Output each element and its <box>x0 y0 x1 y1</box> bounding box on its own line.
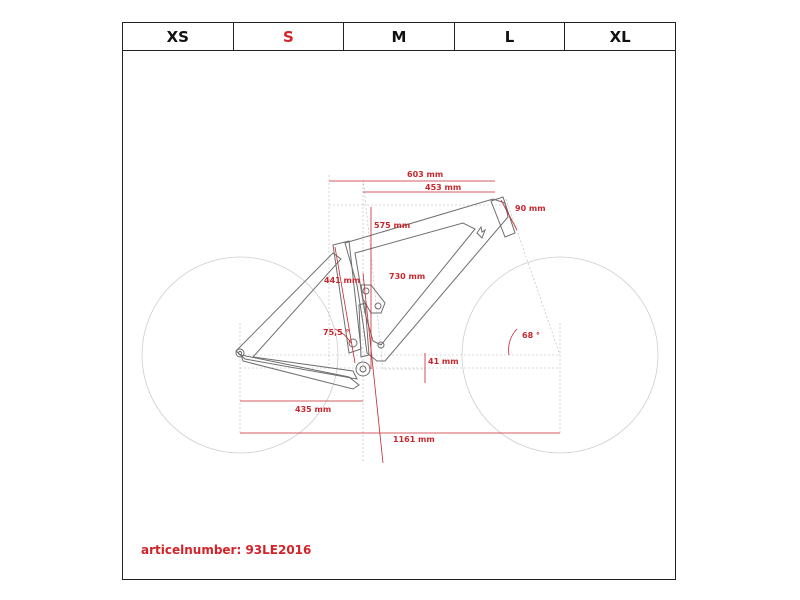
size-tabs: XS S M L XL <box>123 23 675 51</box>
dim-seat-height: 730 mm <box>389 272 425 281</box>
reference-lines <box>239 175 561 463</box>
article-number: articelnumber: 93LE2016 <box>141 543 312 557</box>
dim-reach: 603 mm <box>407 170 443 179</box>
dim-stack: 575 mm <box>374 221 410 230</box>
dim-seat-tube: 441 mm <box>324 276 360 285</box>
geometry-diagram: 603 mm 453 mm 90 mm 575 mm 441 mm 730 mm… <box>141 170 659 464</box>
tab-size-m[interactable]: M <box>344 23 455 50</box>
dim-head-tube: 90 mm <box>515 204 546 213</box>
tab-size-xs[interactable]: XS <box>123 23 234 50</box>
dim-head-angle: 68 ° <box>522 331 540 340</box>
tab-size-l[interactable]: L <box>455 23 566 50</box>
dim-wheelbase: 1161 mm <box>393 435 435 444</box>
dim-top-tube: 453 mm <box>425 183 461 192</box>
dim-seat-angle: 75,5 ° <box>323 328 350 337</box>
tab-size-s[interactable]: S <box>234 23 345 50</box>
dimension-lines <box>240 180 560 464</box>
tab-size-xl[interactable]: XL <box>609 27 631 46</box>
bike-frame <box>235 196 516 390</box>
dim-bb-drop: 41 mm <box>428 357 459 366</box>
dim-chainstay: 435 mm <box>295 405 331 414</box>
geometry-panel: XS S M L XL <box>122 22 676 580</box>
